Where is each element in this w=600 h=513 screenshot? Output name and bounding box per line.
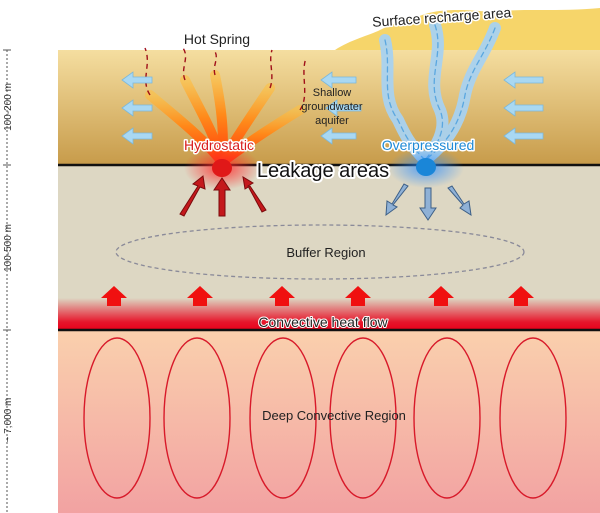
overpressured-label: Overpressured xyxy=(382,137,475,153)
depth-label-deep: ~ 7,000 m xyxy=(3,398,14,443)
depth-label-shallow: 100-200 m xyxy=(3,83,14,131)
convective-heat-flow-label: Convective heat flow xyxy=(258,314,388,330)
leakage-areas-label: Leakage areas xyxy=(257,160,389,182)
hydrostatic-leak-point xyxy=(212,159,232,177)
overpressured-outflow-arrows xyxy=(385,183,472,221)
hydrostatic-label: Hydrostatic xyxy=(184,137,254,153)
recharge-streams xyxy=(379,19,501,166)
lateral-flow-arrows xyxy=(121,71,544,145)
convection-cell xyxy=(413,337,481,499)
depth-label-buffer: 100-500 m xyxy=(3,224,14,272)
convection-cell xyxy=(249,337,317,499)
deep-convective-region-label: Deep Convective Region xyxy=(262,408,406,423)
hot-spring-label: Hot Spring xyxy=(184,31,250,47)
heat-flow-arrows xyxy=(101,286,534,306)
buffer-region-label: Buffer Region xyxy=(286,245,365,260)
shallow-aquifer-label-2: groundwater xyxy=(301,101,362,113)
convection-cell xyxy=(499,337,567,499)
hydrostatic-inflow-arrows xyxy=(179,175,267,217)
shallow-aquifer-label-3: aquifer xyxy=(315,115,349,127)
overpressured-leak-point xyxy=(416,158,436,176)
convection-cell xyxy=(329,337,397,499)
surface-recharge-hill xyxy=(335,8,600,50)
convection-cell xyxy=(83,337,151,499)
convection-cells xyxy=(83,337,567,499)
shallow-aquifer-label-1: Shallow xyxy=(313,87,352,99)
convective-heat-band xyxy=(58,298,600,330)
convection-cell xyxy=(163,337,231,499)
depth-scale xyxy=(3,49,11,513)
buffer-region-outline xyxy=(115,224,525,280)
